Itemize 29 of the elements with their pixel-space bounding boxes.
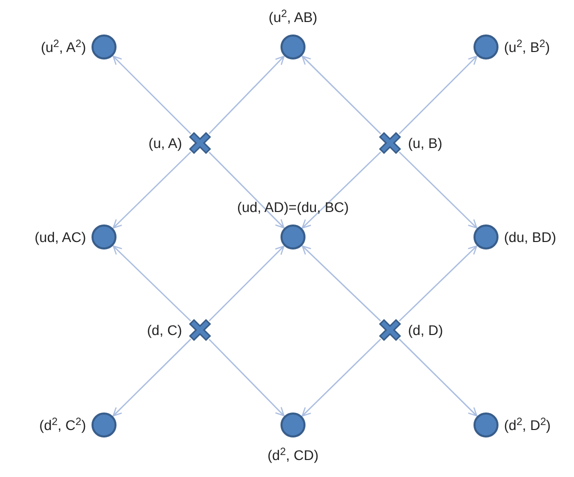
arrow xyxy=(302,56,382,134)
node-label: (d, C) xyxy=(147,322,182,338)
arrow xyxy=(208,56,285,134)
node-label: (d$^{2}$, C$^{2}$) xyxy=(39,417,86,433)
node-label: (d, D) xyxy=(408,322,443,338)
arrow xyxy=(302,338,382,416)
node-label: (d$^{2}$, D$^{2}$) xyxy=(504,417,551,433)
node-label: (u$^{2}$, A$^{2}$) xyxy=(40,39,86,55)
arrow xyxy=(112,56,192,134)
node-label: (u$^{2}$, AB) xyxy=(268,9,318,25)
node-label: (ud, AC) xyxy=(34,229,86,245)
arrow xyxy=(302,152,382,229)
node-label: (u, B) xyxy=(408,135,442,151)
node-label: (d$^{2}$, CD) xyxy=(268,447,318,463)
node-label: (u$^{2}$, B$^{2}$) xyxy=(504,39,550,55)
arrow xyxy=(398,152,478,228)
arrow xyxy=(112,338,192,416)
arrow xyxy=(208,152,284,228)
node-label: (du, BD) xyxy=(504,229,556,245)
node-label: (u, A) xyxy=(148,135,182,151)
arrow xyxy=(398,56,478,134)
arrow xyxy=(302,245,382,322)
node-label: (ud, AD)=(du, BC) xyxy=(237,199,349,215)
arrow xyxy=(112,152,192,228)
arrow xyxy=(398,338,478,416)
arrow xyxy=(208,246,284,322)
arrow xyxy=(112,245,192,322)
arrow xyxy=(398,245,478,322)
arrow xyxy=(208,338,284,416)
